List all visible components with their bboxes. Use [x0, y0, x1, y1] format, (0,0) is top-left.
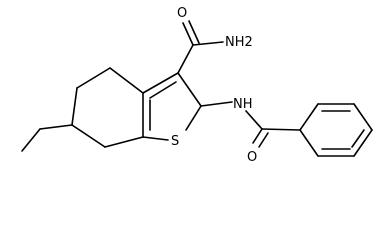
bond-c6-c7 [71, 124, 106, 148]
atom-label-nh: NH [233, 97, 253, 112]
bond-c3a-c3-b [149, 81, 177, 99]
bond-benzoyl-o-b [258, 132, 269, 148]
bond-carbonyl-phenyl [261, 128, 301, 131]
bond-ph4-ph5 [353, 129, 373, 157]
bond-ch2-ch3 [21, 128, 41, 152]
atom-label-amide-o: O [177, 6, 187, 21]
atom-label-amide-nh2: NH2 [225, 35, 253, 50]
bond-s-c7a [142, 136, 169, 141]
bond-ph4-inner [351, 129, 365, 148]
structure-diagram: O NH2 S NH O [21, 6, 373, 165]
bond-ph1-ph2 [299, 103, 319, 131]
bond-ph6-ph1 [299, 129, 319, 157]
bond-c2-s [185, 105, 202, 131]
bond-ph3-ph4 [353, 103, 373, 131]
bond-c3-carbonyl [177, 44, 194, 74]
bond-c7-c7a [104, 136, 144, 148]
bond-c3-c2 [177, 72, 202, 107]
bond-carbonyl-o-b [188, 20, 200, 44]
bond-c3a-c3-a [142, 72, 179, 94]
atom-label-ring-s: S [171, 134, 179, 149]
bond-carbonyl-o-a [182, 22, 194, 46]
bond-nh-carbonyl [245, 110, 263, 130]
bond-c5-c6 [71, 87, 78, 126]
bond-benzoyl-o-a [252, 128, 263, 144]
bond-c4-c5 [76, 67, 111, 89]
atom-label-benzoyl-o: O [247, 150, 257, 165]
bond-c6-ch2 [39, 124, 73, 130]
bond-c3a-c4 [109, 67, 144, 94]
bond-c2-nh [200, 101, 233, 107]
bond-carbonyl-n [192, 41, 224, 46]
molecule-canvas: O NH2 S NH O [21, 6, 373, 165]
